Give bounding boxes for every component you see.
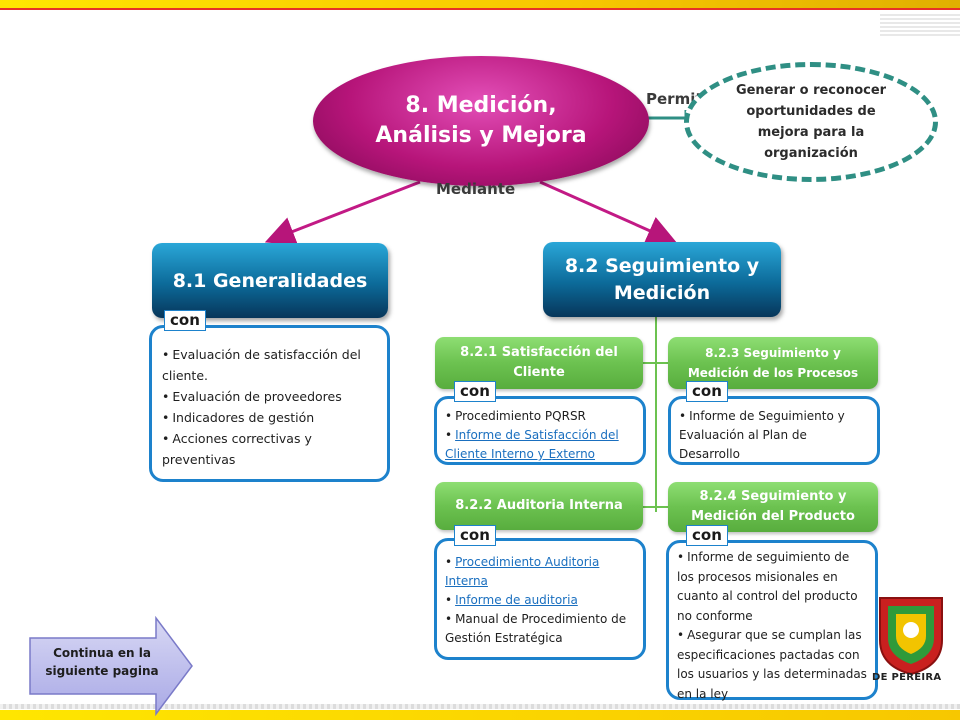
list-item: Manual de Procedimiento de Gestión Estra… <box>445 610 637 648</box>
municipal-seal-icon <box>879 597 943 676</box>
list-item: Evaluación de proveedores <box>162 386 379 407</box>
con-tag: con <box>686 381 728 402</box>
arrow-to-8-1 <box>264 180 421 246</box>
section-8-2-4-details: Informe de seguimiento de los procesos m… <box>666 540 878 701</box>
arrow-to-8-2 <box>539 180 677 245</box>
section-8-2-2-title: 8.2.2 Auditoria Interna <box>455 498 623 513</box>
section-8-2-1-details: Procedimiento PQRSR Informe de Satisfacc… <box>434 396 646 465</box>
item-text: Informe de seguimiento de los procesos m… <box>677 550 858 623</box>
main-title-line1: 8. Medición, <box>405 93 557 118</box>
section-8-2-title-line1: 8.2 Seguimiento y <box>564 254 760 277</box>
con-tag: con <box>454 381 496 402</box>
section-8-2-2-details: Procedimiento Auditoria Interna Informe … <box>434 538 646 660</box>
goal-text: Generar o reconocer oportunidades de mej… <box>735 83 887 161</box>
section-8-2-1-header: 8.2.1 Satisfacción del Cliente <box>435 337 643 389</box>
list-item: Procedimiento PQRSR <box>445 407 637 426</box>
audit-report-link[interactable]: Informe de auditoria <box>455 593 578 607</box>
bottom-decorative-stripe <box>0 704 960 709</box>
top-red-line <box>0 8 960 10</box>
item-text: Asegurar que se cumplan las especificaci… <box>677 628 867 701</box>
list-item: Evaluación de satisfacción del cliente. <box>162 344 379 386</box>
section-8-1-title: 8.1 Generalidades <box>172 269 368 292</box>
list-item: Acciones correctivas y preventivas <box>162 428 379 470</box>
continue-arrow-button[interactable] <box>26 616 194 716</box>
top-yellow-bar <box>0 0 960 8</box>
goal-dashed-ellipse: Generar o reconocer oportunidades de mej… <box>684 62 938 182</box>
continue-label[interactable]: Continua en la siguiente pagina <box>45 646 159 678</box>
section-8-2-4-title: 8.2.4 Seguimiento y Medición del Product… <box>691 489 855 524</box>
decorative-strip <box>880 14 960 36</box>
section-8-2-box: 8.2 Seguimiento y Medición <box>543 242 781 317</box>
list-item[interactable]: Informe de Satisfacción del Cliente Inte… <box>445 426 637 464</box>
section-8-2-title-line2: Medición <box>613 281 711 304</box>
con-tag: con <box>686 525 728 546</box>
list-item: Informe de seguimiento de los procesos m… <box>677 548 869 626</box>
section-8-1-details: Evaluación de satisfacción del cliente. … <box>149 325 390 482</box>
list-item: Indicadores de gestión <box>162 407 379 428</box>
section-8-2-3-header: 8.2.3 Seguimiento y Medición de los Proc… <box>668 337 878 389</box>
list-item: Asegurar que se cumplan las especificaci… <box>677 626 869 704</box>
report-link[interactable]: Informe de Satisfacción del Cliente Inte… <box>445 428 619 461</box>
section-8-2-4-header: 8.2.4 Seguimiento y Medición del Product… <box>668 482 878 532</box>
con-tag: con <box>454 525 496 546</box>
main-topic-ellipse: 8. Medición, Análisis y Mejora <box>313 56 649 186</box>
section-8-2-2-header: 8.2.2 Auditoria Interna <box>435 482 643 530</box>
main-title-line2: Análisis y Mejora <box>375 123 587 148</box>
item-text: Informe de Seguimiento y Evaluación al P… <box>679 409 845 461</box>
section-8-2-3-title: 8.2.3 Seguimiento y Medición de los Proc… <box>687 346 859 380</box>
list-item: Informe de Seguimiento y Evaluación al P… <box>679 407 871 464</box>
list-item[interactable]: Informe de auditoria <box>445 591 637 610</box>
mediante-label: Mediante <box>436 180 516 198</box>
procedure-link[interactable]: Procedimiento Auditoria Interna <box>445 555 600 588</box>
con-tag: con <box>164 310 206 331</box>
item-text: Manual de Procedimiento de Gestión Estra… <box>445 612 627 645</box>
section-8-2-1-title: 8.2.1 Satisfacción del Cliente <box>460 345 618 380</box>
item-text: Procedimiento PQRSR <box>455 409 586 423</box>
seal-caption: DE PEREIRA <box>872 672 942 683</box>
bottom-yellow-bar <box>0 710 960 720</box>
section-8-2-3-details: Informe de Seguimiento y Evaluación al P… <box>668 396 880 465</box>
section-8-1-box: 8.1 Generalidades <box>152 243 388 318</box>
list-item[interactable]: Procedimiento Auditoria Interna <box>445 553 637 591</box>
